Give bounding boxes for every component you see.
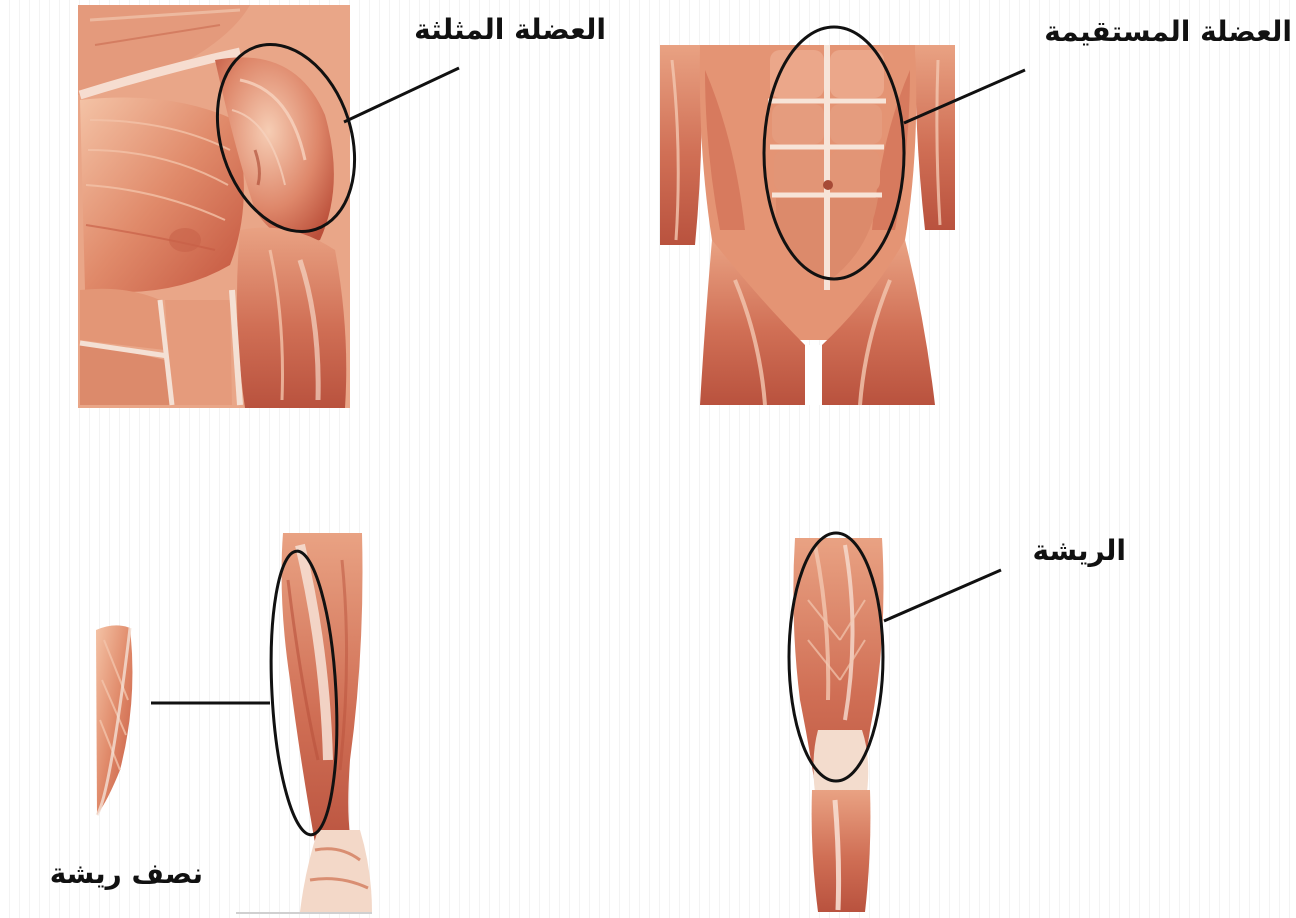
pennate-label: الريشة xyxy=(1032,537,1126,565)
rectus-label: العضلة المستقيمة xyxy=(1044,18,1292,46)
deltoid-leader-line xyxy=(344,68,459,122)
pennate-leader-line xyxy=(884,570,1001,621)
deltoid-label: العضلة المثلثة xyxy=(414,16,606,44)
shoulder-illustration xyxy=(78,5,350,408)
semi-pennate-sample xyxy=(96,625,132,815)
torso-illustration xyxy=(660,45,955,405)
lower-leg-illustration xyxy=(236,533,372,913)
semi-pennate-label: نصف ريشة xyxy=(50,860,203,888)
thigh-illustration xyxy=(793,538,883,912)
